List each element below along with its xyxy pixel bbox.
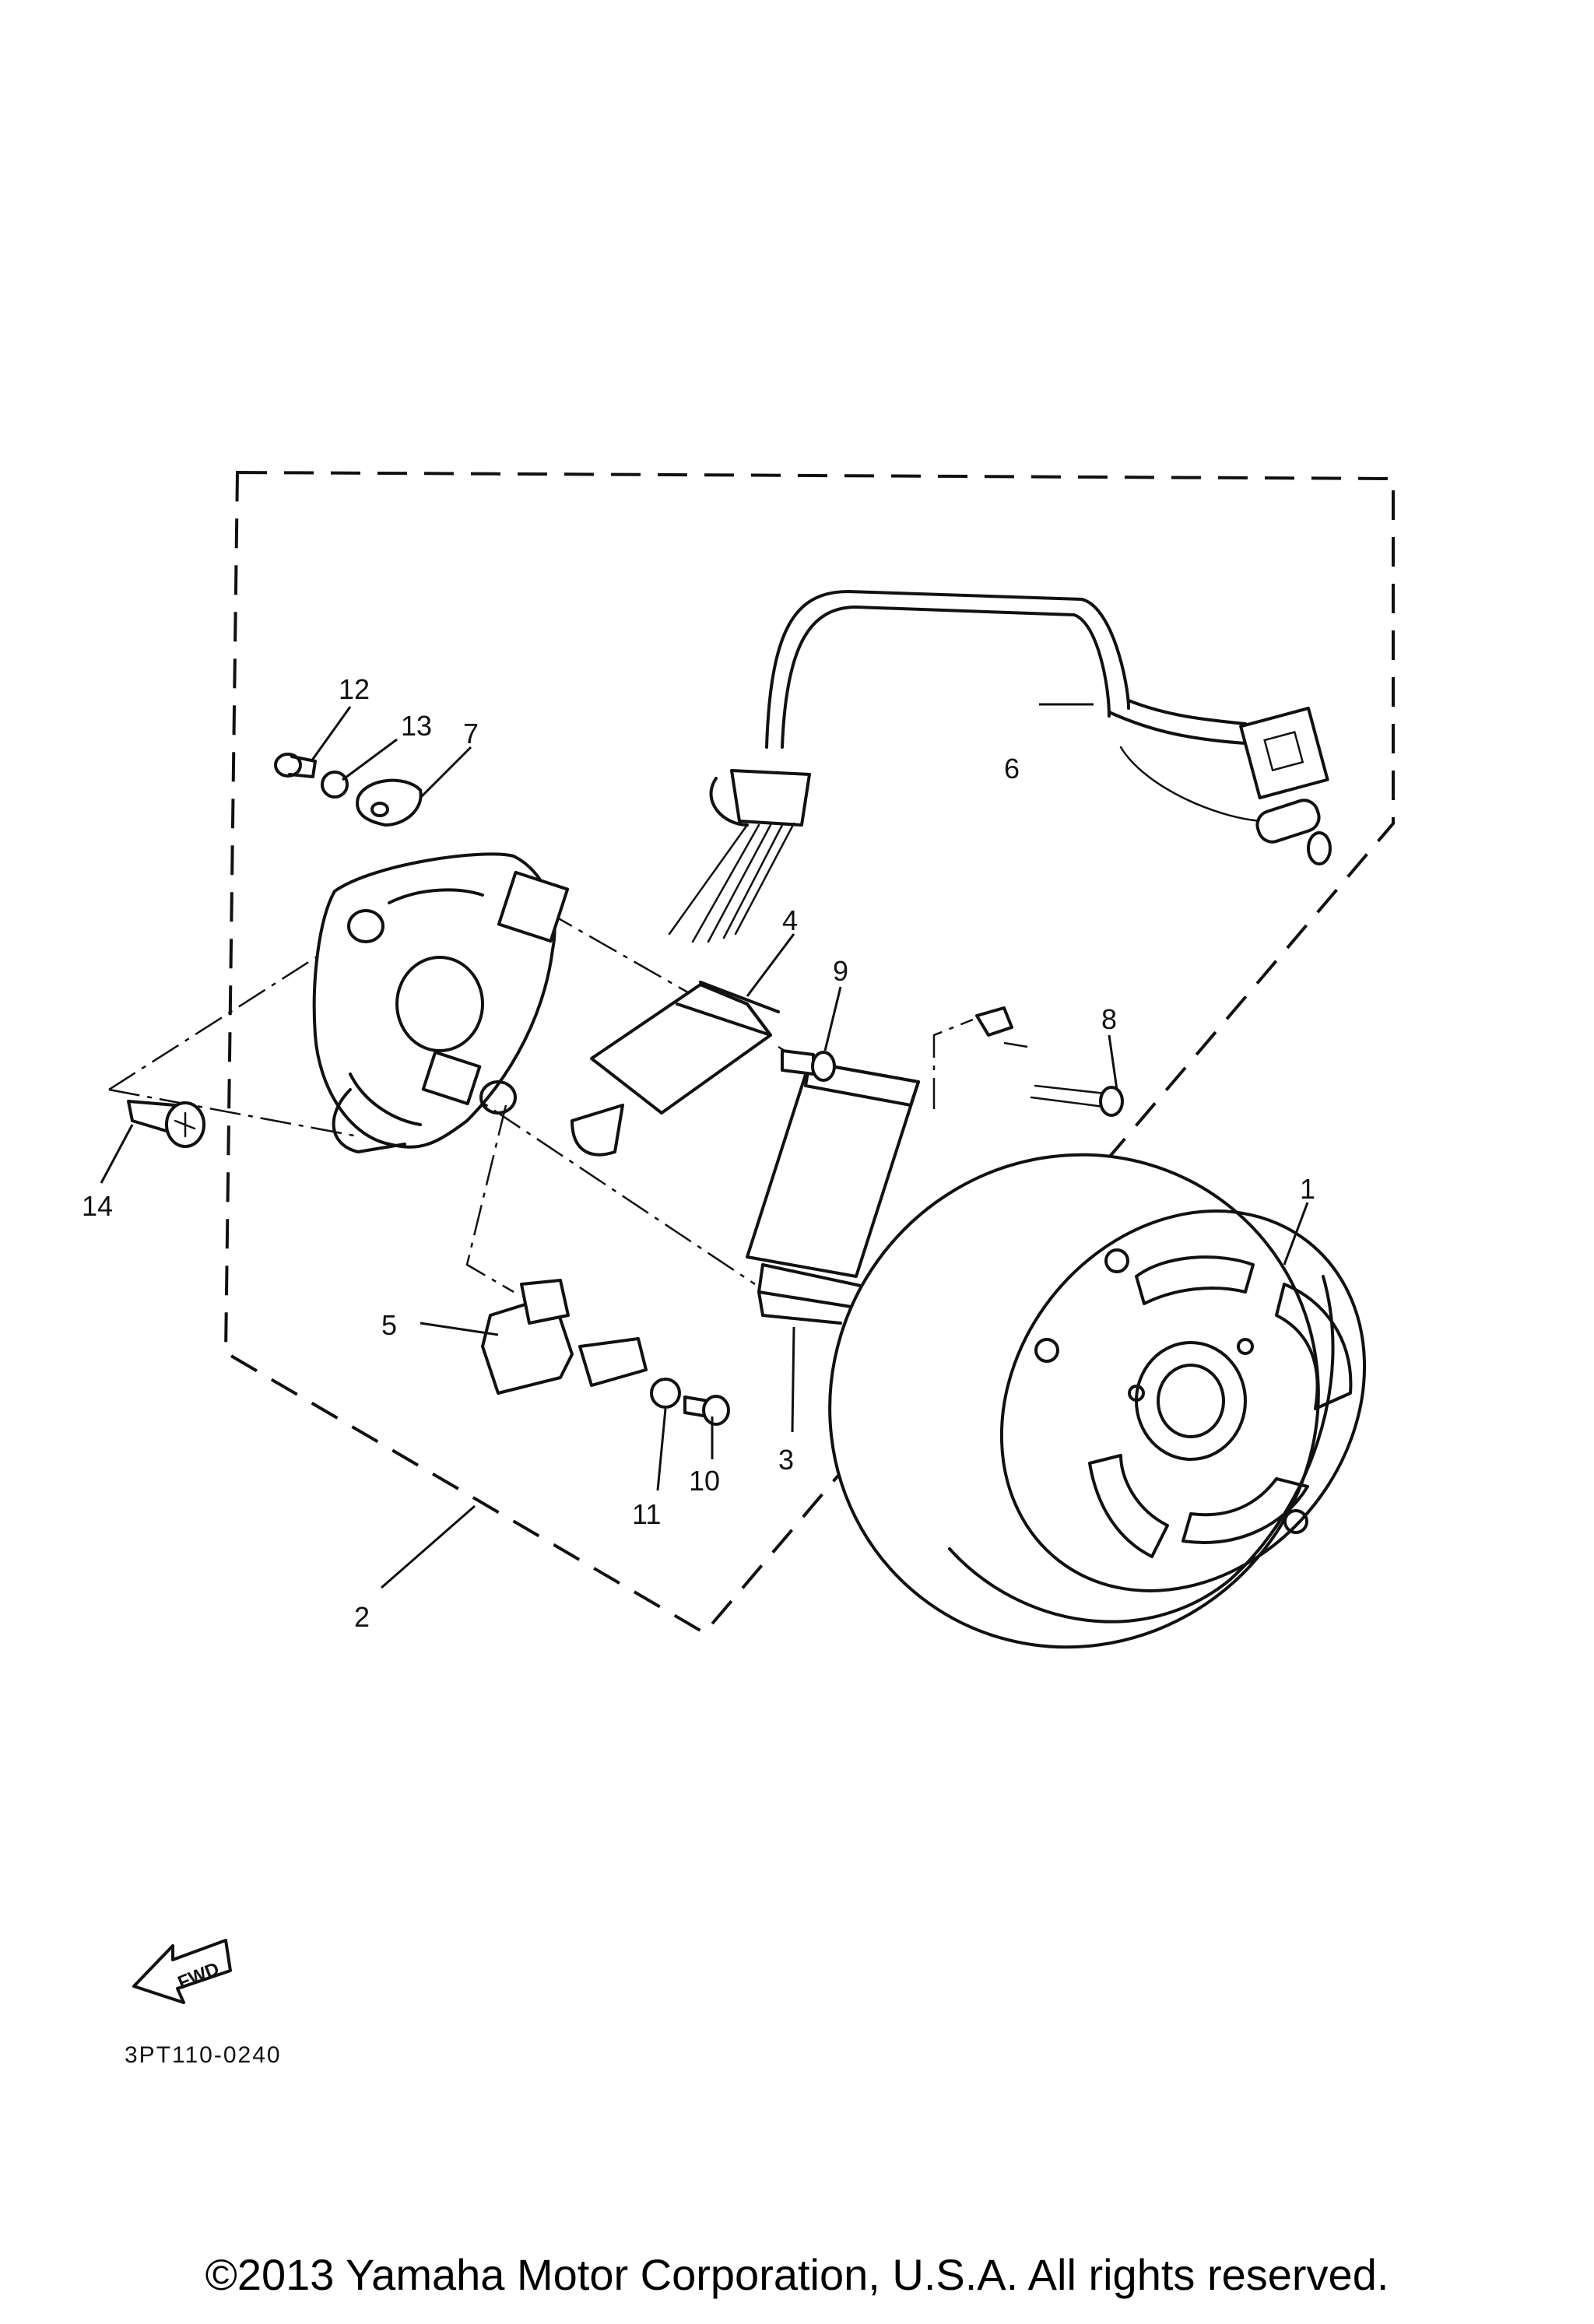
callout-11: 11	[632, 1498, 661, 1530]
fwd-arrow-icon: FWD	[132, 1939, 232, 2004]
callout-3: 3	[778, 1444, 794, 1476]
callout-1: 1	[1300, 1173, 1315, 1205]
callout-14: 14	[82, 1190, 113, 1222]
fasteners	[127, 753, 1124, 1426]
callout-4: 4	[782, 904, 798, 936]
callout-10: 10	[689, 1465, 720, 1497]
wire-harness	[668, 590, 1332, 943]
coil-3	[746, 1061, 920, 1325]
callout-6: 6	[1004, 753, 1020, 785]
pulser-5	[481, 1279, 648, 1395]
callout-8: 8	[1101, 1003, 1117, 1035]
flywheel-rotor	[828, 1153, 1367, 1649]
stator-plate	[312, 852, 570, 1153]
callout-13: 13	[401, 710, 432, 742]
callout-9: 9	[833, 955, 848, 987]
callout-labels: 1 2 3 4 5 6 7 8 9 10 11 12 13 14	[82, 673, 1315, 1633]
callout-2: 2	[354, 1601, 370, 1633]
callout-5: 5	[381, 1309, 397, 1341]
copyright-notice: ©2013 Yamaha Motor Corporation, U.S.A. A…	[205, 2250, 1389, 2299]
leader-lines	[100, 703, 1309, 1589]
diagram-code: 3PT110-0240	[125, 2042, 282, 2068]
callout-7: 7	[463, 718, 479, 750]
callout-12: 12	[339, 673, 370, 705]
coil-4	[571, 981, 780, 1157]
